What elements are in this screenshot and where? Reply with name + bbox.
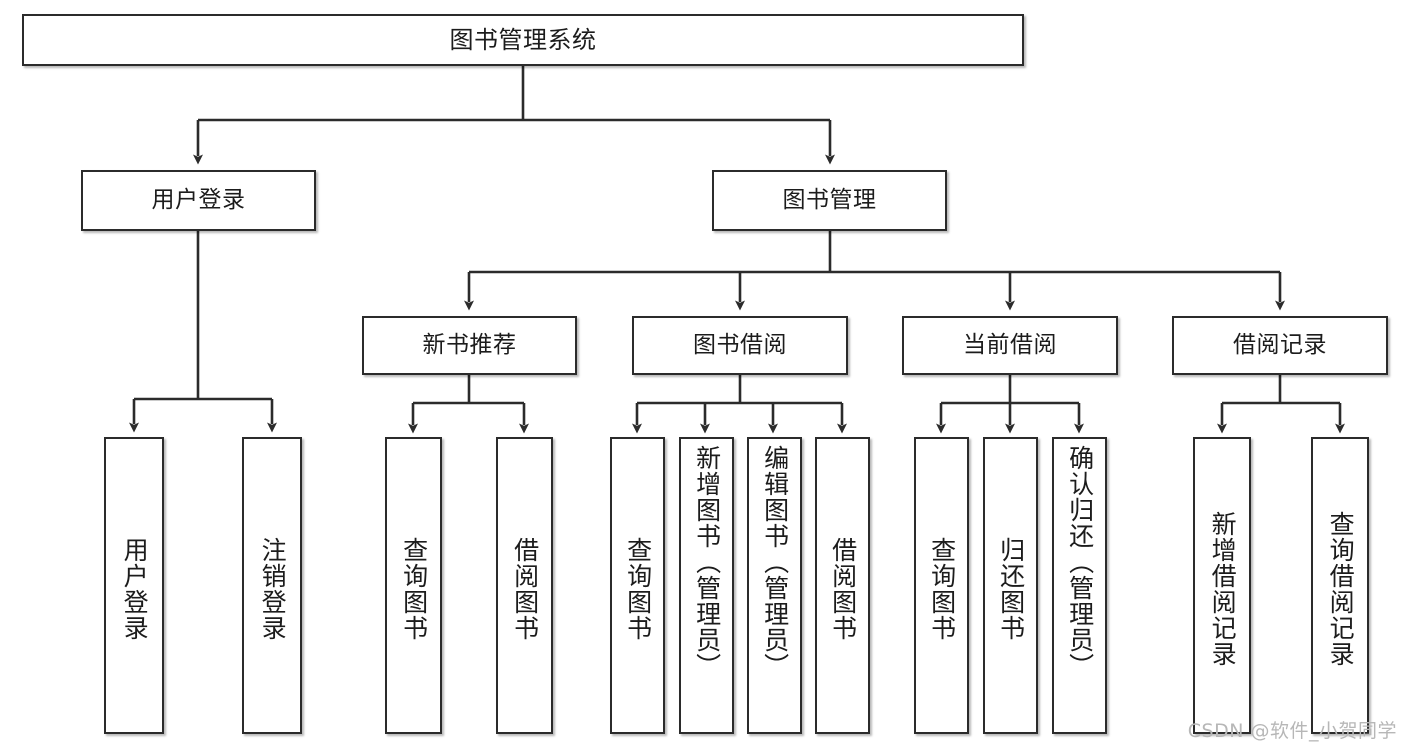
edge-group-borrow-record: [1217, 375, 1345, 434]
node-label: 当前借阅: [963, 331, 1057, 358]
node-label: 编辑图书（管理员）: [760, 445, 790, 679]
leaf-borrow-record-query-record[interactable]: 查询借阅记录: [1311, 437, 1369, 734]
leaf-new-book-query-book[interactable]: 查询图书: [385, 437, 442, 734]
node-label: 新增图书（管理员）: [692, 445, 722, 679]
node-label: 归还图书: [996, 536, 1026, 641]
node-label: 图书管理: [782, 186, 877, 213]
node-book-borrow[interactable]: 图书借阅: [632, 316, 848, 375]
node-label: 查询图书: [623, 536, 653, 641]
leaf-new-book-borrow-book[interactable]: 借阅图书: [496, 437, 553, 734]
leaf-book-borrow-add-book-admin[interactable]: 新增图书（管理员）: [679, 437, 734, 734]
node-root-system[interactable]: 图书管理系统: [22, 14, 1024, 66]
node-label: 图书管理系统: [449, 25, 597, 54]
node-current-borrow[interactable]: 当前借阅: [902, 316, 1118, 375]
node-label: 注销登录: [258, 536, 288, 641]
node-user-login[interactable]: 用户登录: [81, 170, 316, 231]
node-new-book-recommend[interactable]: 新书推荐: [362, 316, 577, 375]
node-label: 确认归还（管理员）: [1065, 445, 1095, 679]
node-label: 借阅图书: [510, 536, 540, 641]
leaf-user-login-logout[interactable]: 注销登录: [242, 437, 302, 734]
leaf-current-borrow-return-book[interactable]: 归还图书: [983, 437, 1038, 734]
leaf-book-borrow-query-book[interactable]: 查询图书: [610, 437, 665, 734]
edge-group-new-book: [408, 375, 529, 434]
leaf-current-borrow-query-book[interactable]: 查询图书: [914, 437, 969, 734]
leaf-user-login-login[interactable]: 用户登录: [104, 437, 164, 734]
node-label: 图书借阅: [693, 331, 787, 358]
edge-group-user-login: [129, 231, 277, 433]
node-label: 用户登录: [151, 186, 246, 213]
watermark: CSDN @软件_小贺同学: [1187, 720, 1397, 742]
edge-group-current-borrow: [936, 375, 1084, 434]
leaf-current-borrow-confirm-return-admin[interactable]: 确认归还（管理员）: [1052, 437, 1107, 734]
node-label: 新书推荐: [422, 331, 517, 358]
edge-group-root: [193, 66, 835, 165]
node-label: 借阅记录: [1233, 331, 1327, 358]
leaf-book-borrow-edit-book-admin[interactable]: 编辑图书（管理员）: [747, 437, 802, 734]
node-book-management[interactable]: 图书管理: [712, 170, 947, 231]
leaf-borrow-record-add-record[interactable]: 新增借阅记录: [1193, 437, 1251, 734]
node-label: 查询借阅记录: [1326, 510, 1356, 667]
node-label: 新增借阅记录: [1208, 510, 1238, 667]
node-label: 查询图书: [927, 536, 957, 641]
node-label: 用户登录: [120, 536, 150, 641]
edge-group-book-manage: [464, 231, 1285, 311]
node-borrow-record[interactable]: 借阅记录: [1172, 316, 1388, 375]
edge-group-book-borrow: [632, 375, 847, 434]
leaf-book-borrow-borrow-book[interactable]: 借阅图书: [815, 437, 870, 734]
node-label: 查询图书: [399, 536, 429, 641]
node-label: 借阅图书: [828, 536, 858, 641]
